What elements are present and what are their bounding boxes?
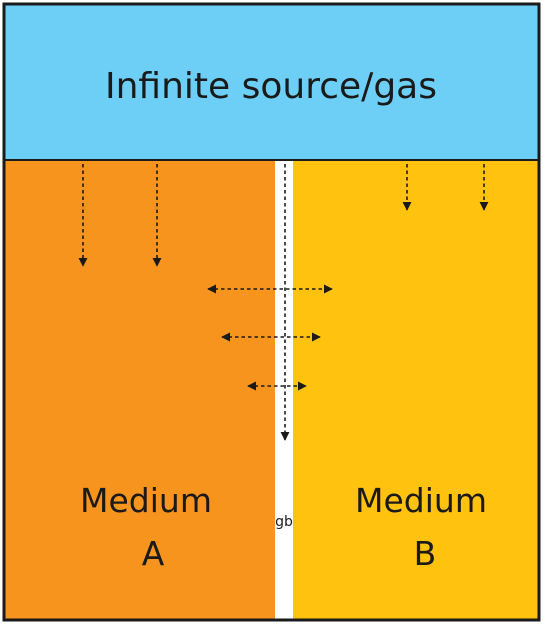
medium-a-region <box>4 160 275 620</box>
medium-a-label-line1: Medium <box>80 481 212 520</box>
medium-b-label-line1: Medium <box>355 481 487 520</box>
infinite-source-region <box>4 4 539 160</box>
grain-boundary-strip <box>275 160 293 620</box>
source-label: Infinite source/gas <box>105 66 437 107</box>
gb-label: gb <box>275 514 293 530</box>
medium-b-label-line2: B <box>414 534 437 573</box>
medium-a-label-line2: A <box>142 534 165 573</box>
medium-b-region <box>293 160 539 620</box>
